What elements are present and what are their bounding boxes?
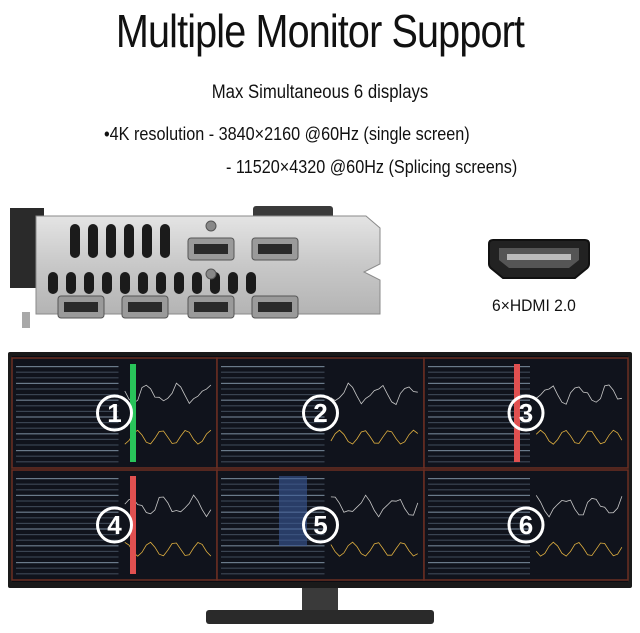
screen-number-badge	[507, 506, 545, 544]
monitor-pane	[423, 469, 629, 581]
screen-number-badge	[302, 506, 339, 544]
screen-number-badge	[507, 394, 545, 432]
spec-line-single: •4K resolution - 3840×2160 @60Hz (single…	[104, 124, 470, 144]
hdmi-port-icon	[488, 239, 590, 279]
monitor-pane	[216, 357, 425, 469]
page-title: Multiple Monitor Support	[115, 5, 525, 57]
monitor-image: 1 2 3 4 5 6	[8, 352, 632, 624]
monitor-pane	[11, 357, 218, 469]
monitor-pane	[216, 469, 425, 581]
screen-number-badge	[96, 394, 133, 432]
screen-number: 6	[519, 510, 533, 540]
subtitle: Max Simultaneous 6 displays	[211, 82, 429, 103]
screen-number: 1	[107, 398, 121, 428]
monitor-pane	[11, 469, 218, 581]
gpu-bracket-image	[10, 206, 381, 328]
screen-number-badge	[96, 506, 133, 544]
screen-number: 5	[313, 510, 327, 540]
screen-number: 3	[519, 398, 533, 428]
monitor-pane	[423, 357, 629, 469]
screen-number-badge	[302, 394, 339, 432]
screen-number: 4	[107, 510, 122, 540]
spec-line-splicing: - 11520×4320 @60Hz (Splicing screens)	[226, 157, 518, 177]
screen-number: 2	[313, 398, 327, 428]
hdmi-port-label: 6×HDMI 2.0	[492, 296, 576, 315]
